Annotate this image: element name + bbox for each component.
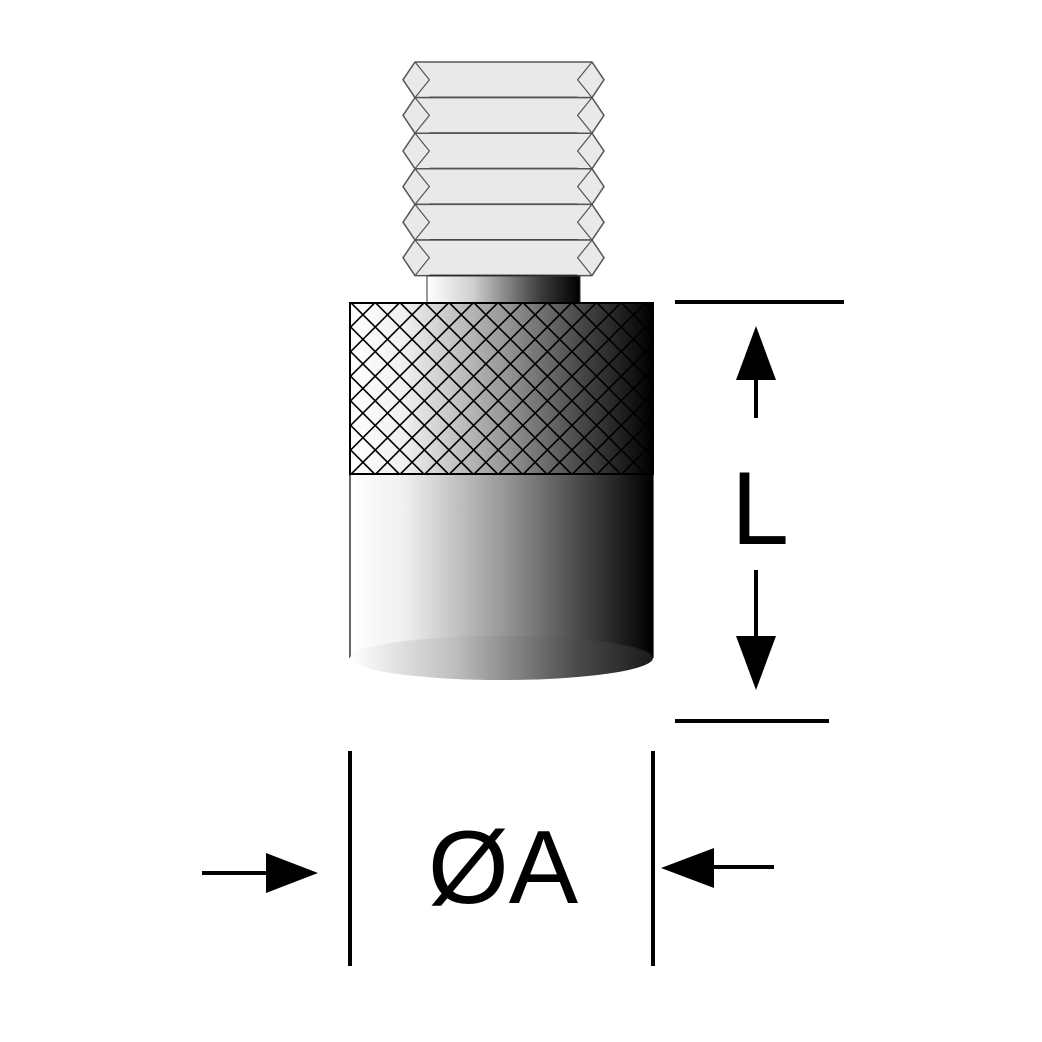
thread-flank-right — [576, 61, 593, 98]
thread-flank-left — [414, 204, 431, 241]
knurl-line — [350, 472, 351, 474]
thread-segment — [402, 168, 605, 206]
knurl-line — [696, 303, 867, 474]
thread-segment — [402, 203, 605, 241]
knurl-line — [375, 303, 548, 474]
knurl-line — [350, 303, 499, 452]
knurl-line — [350, 303, 449, 403]
knurl-line — [547, 367, 653, 474]
knurl-line — [819, 303, 990, 474]
thread-flank-right — [576, 97, 593, 134]
diameter-arrow-right-icon — [266, 853, 318, 893]
knurl-line — [645, 466, 653, 474]
knurl-line — [572, 392, 653, 474]
thread-flank-right — [576, 132, 593, 170]
cylinder-body — [349, 302, 990, 680]
knurl-line — [596, 303, 653, 360]
length-label: L — [731, 451, 789, 567]
knurl-line — [572, 303, 653, 385]
knurl-line — [745, 303, 916, 474]
diameter-arrow-left-icon — [661, 848, 714, 888]
diameter-dimension: ØA — [202, 751, 774, 966]
length-dimension: L — [675, 300, 844, 723]
knurled-band — [350, 303, 990, 474]
knurl-line — [720, 303, 891, 474]
knurl-line — [449, 303, 622, 474]
knurl-line — [350, 303, 474, 428]
thread-flank-right — [576, 204, 593, 241]
thread-segment — [402, 132, 605, 170]
knurl-line — [498, 318, 653, 474]
knurl-line — [473, 303, 646, 474]
knurl-line — [350, 303, 523, 474]
thread-flank-left — [414, 97, 431, 134]
knurl-line — [819, 303, 990, 474]
threaded-stud — [402, 61, 605, 277]
knurl-line — [350, 303, 400, 354]
knurl-line — [350, 399, 425, 474]
knurl-line — [350, 303, 376, 329]
thread-flank-left — [414, 239, 431, 276]
knurl-line — [621, 303, 653, 336]
thread-flank-right — [576, 239, 593, 276]
knurl-line — [350, 423, 400, 474]
knurl-line — [399, 303, 572, 474]
knurl-line — [350, 303, 351, 305]
knurl-line — [794, 303, 965, 474]
knurl-line — [769, 303, 940, 474]
thread-flank-left — [414, 132, 431, 170]
knurl-line — [769, 303, 940, 474]
thread-segment — [402, 96, 605, 134]
knurl-line — [350, 448, 376, 474]
knurl-line — [350, 303, 425, 378]
diameter-label: ØA — [428, 810, 579, 926]
thread-flank-left — [414, 61, 431, 98]
knurl-line — [645, 303, 653, 311]
thread-segment — [402, 239, 605, 277]
thread-flank-right — [576, 168, 593, 205]
knurl-line — [794, 303, 965, 474]
length-arrow-up-icon — [736, 326, 776, 380]
thread-segment — [402, 61, 605, 99]
knurl-line — [424, 303, 597, 474]
neck — [426, 275, 581, 305]
knurl-line — [596, 417, 653, 474]
length-arrow-down-icon — [736, 636, 776, 690]
bottom-end-face — [350, 636, 653, 680]
knurl-line — [621, 441, 653, 474]
knurl-line — [522, 343, 653, 474]
thread-flank-left — [414, 168, 431, 205]
knurl-line — [696, 303, 867, 474]
knurl-line — [720, 303, 891, 474]
knurl-line — [745, 303, 916, 474]
